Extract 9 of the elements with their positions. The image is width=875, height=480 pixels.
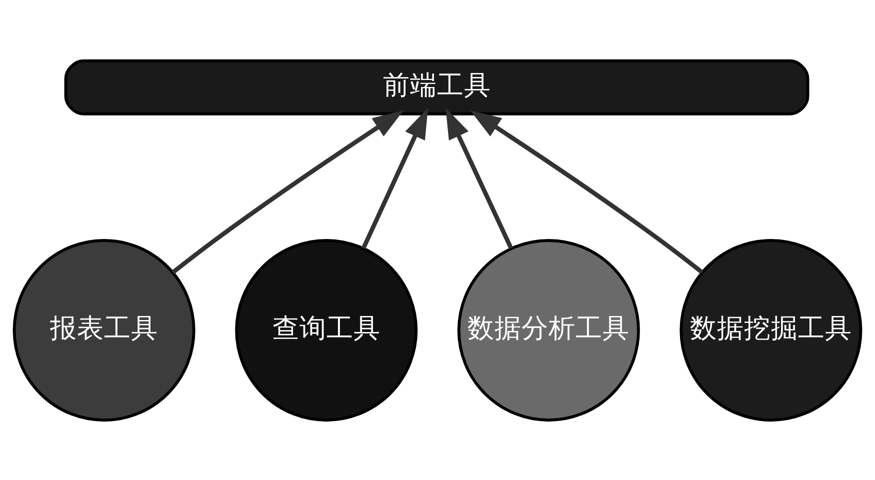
node-circle: 数据挖掘工具 xyxy=(680,238,862,422)
node-circle: 数据分析工具 xyxy=(457,238,640,422)
arrow xyxy=(361,107,428,249)
arrow xyxy=(470,110,704,274)
node-circle: 查询工具 xyxy=(235,238,418,422)
node-box: 前端工具 xyxy=(64,58,810,115)
node-circle: 报表工具 xyxy=(12,238,196,422)
arrow xyxy=(172,110,404,274)
arrow xyxy=(446,107,514,249)
